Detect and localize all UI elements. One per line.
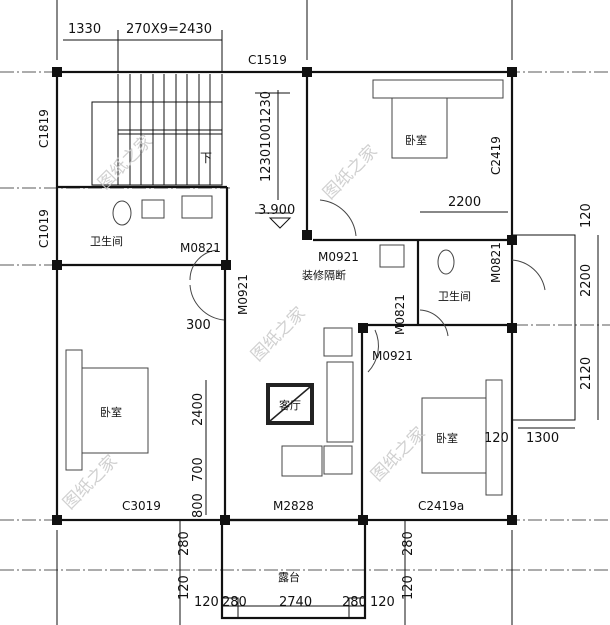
dim-bottom-2740: 2740 [279, 595, 312, 610]
dimension-labels: 1330 270X9=2430 12301001230 2200 120 220… [68, 22, 594, 610]
dim-1330: 1330 [68, 22, 101, 37]
dim-300: 300 [186, 318, 211, 333]
room-bathroom: 卫生间 [90, 234, 123, 248]
door-m0821: M0821 [393, 294, 407, 335]
door-m0921: M0921 [236, 274, 250, 315]
dim-120: 120 [484, 431, 509, 446]
columns [52, 67, 517, 525]
door-m2828: M2828 [273, 499, 314, 513]
door-m0921: M0921 [318, 250, 359, 264]
watermark: 图纸之家 [319, 141, 381, 203]
window-c1819: C1819 [37, 109, 51, 148]
walls [55, 70, 576, 620]
elevation-label: 3.900 [258, 203, 295, 218]
dim-800: 800 [191, 493, 206, 518]
dim-bottom-120: 120 [194, 595, 219, 610]
staircase [91, 74, 223, 186]
dim-120: 120 [177, 575, 192, 600]
window-c1019: C1019 [37, 209, 51, 248]
room-terrace: 露台 [278, 570, 300, 584]
dim-stair-run: 270X9=2430 [126, 22, 212, 37]
dim-120: 120 [401, 575, 416, 600]
room-bedroom: 卧室 [100, 405, 122, 419]
watermark: 图纸之家 [59, 451, 121, 513]
dim-1300: 1300 [526, 431, 559, 446]
dim-700: 700 [191, 457, 206, 482]
window-c3019: C3019 [122, 499, 161, 513]
room-living: 客厅 [279, 398, 301, 412]
dim-2200: 2200 [579, 264, 594, 297]
watermark: 图纸之家 [367, 423, 429, 485]
dim-bottom-120: 120 [370, 595, 395, 610]
partition-label: 装修隔断 [302, 268, 346, 282]
room-bedroom: 卧室 [405, 133, 427, 147]
watermarks: 图纸之家 图纸之家 图纸之家 图纸之家 图纸之家 [59, 131, 429, 513]
door-m0921: M0921 [372, 349, 413, 363]
dim-bottom-280: 280 [222, 595, 247, 610]
dim-280: 280 [177, 531, 192, 556]
dim-120: 120 [579, 203, 594, 228]
room-bathroom: 卫生间 [438, 289, 471, 303]
window-c2419a: C2419a [418, 499, 464, 513]
dim-bottom-280: 280 [342, 595, 367, 610]
room-bedroom: 卧室 [436, 431, 458, 445]
stair-down-label: 下 [200, 151, 212, 165]
room-labels: 卧室 卫生间 卫生间 装修隔断 卧室 客厅 卧室 露台 [90, 133, 471, 584]
window-c2419: C2419 [489, 136, 503, 175]
dim-bedroom-2200: 2200 [448, 195, 481, 210]
dim-2400: 2400 [191, 393, 206, 426]
watermark: 图纸之家 [247, 303, 309, 365]
door-m0821: M0821 [180, 241, 221, 255]
dim-280: 280 [401, 531, 416, 556]
furniture [65, 79, 546, 496]
watermark: 图纸之家 [94, 131, 156, 193]
window-c1519: C1519 [248, 53, 287, 67]
dim-stair-depth: 12301001230 [259, 91, 274, 182]
door-m0821: M0821 [489, 242, 503, 283]
dim-2120: 2120 [579, 357, 594, 390]
opening-labels: C1519 C1819 C1019 C2419 C3019 C2419a M08… [37, 53, 503, 513]
